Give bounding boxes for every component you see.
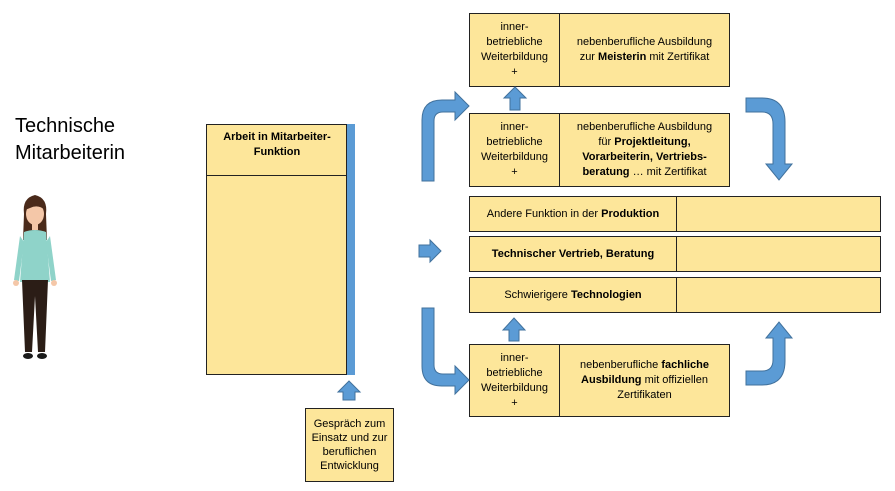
role-box	[206, 124, 347, 375]
project-lead-training-box: nebenberufliche Ausbildung für Projektle…	[559, 113, 730, 187]
arrow-curve-right-down	[745, 97, 794, 181]
title-line-1: Technische	[15, 115, 116, 137]
role-box-header: Arbeit in Mitarbeiter-Funktion	[223, 131, 331, 158]
inhouse-box-top: inner- betriebliche Weiterbildung +	[469, 13, 560, 87]
title-line-2: Mitarbeiterin	[15, 142, 126, 164]
page-title: Technische Mitarbeiterin	[15, 113, 195, 167]
arrow-curve-right-up	[745, 321, 794, 386]
arrow-right-functions	[418, 238, 442, 264]
arrow-up-top	[502, 86, 528, 111]
technical-training-box: nebenberufliche fachliche Ausbildung mit…	[559, 344, 730, 417]
role-box-divider	[206, 175, 347, 176]
function-sales-extra	[676, 236, 881, 272]
talk-box: Gespräch zum Einsatz und zur beruflichen…	[305, 408, 394, 482]
arrow-curve-to-mid	[421, 90, 470, 182]
arrow-up-talk	[336, 380, 362, 401]
master-training-box: nebenberufliche Ausbildung zur Meisterin…	[559, 13, 730, 87]
arrow-up-bottom	[501, 317, 527, 342]
function-production-label: Andere Funktion in der Produktion	[469, 196, 677, 232]
function-technology-extra	[676, 277, 881, 313]
function-technology-label: Schwierigere Technologien	[469, 277, 677, 313]
arrow-curve-to-bottom	[421, 307, 470, 396]
function-production-extra	[676, 196, 881, 232]
inhouse-box-mid: inner- betriebliche Weiterbildung +	[469, 113, 560, 187]
inhouse-box-bottom: inner- betriebliche Weiterbildung +	[469, 344, 560, 417]
function-sales-label: Technischer Vertrieb, Beratung	[469, 236, 677, 272]
role-box-side-bar	[347, 124, 355, 375]
